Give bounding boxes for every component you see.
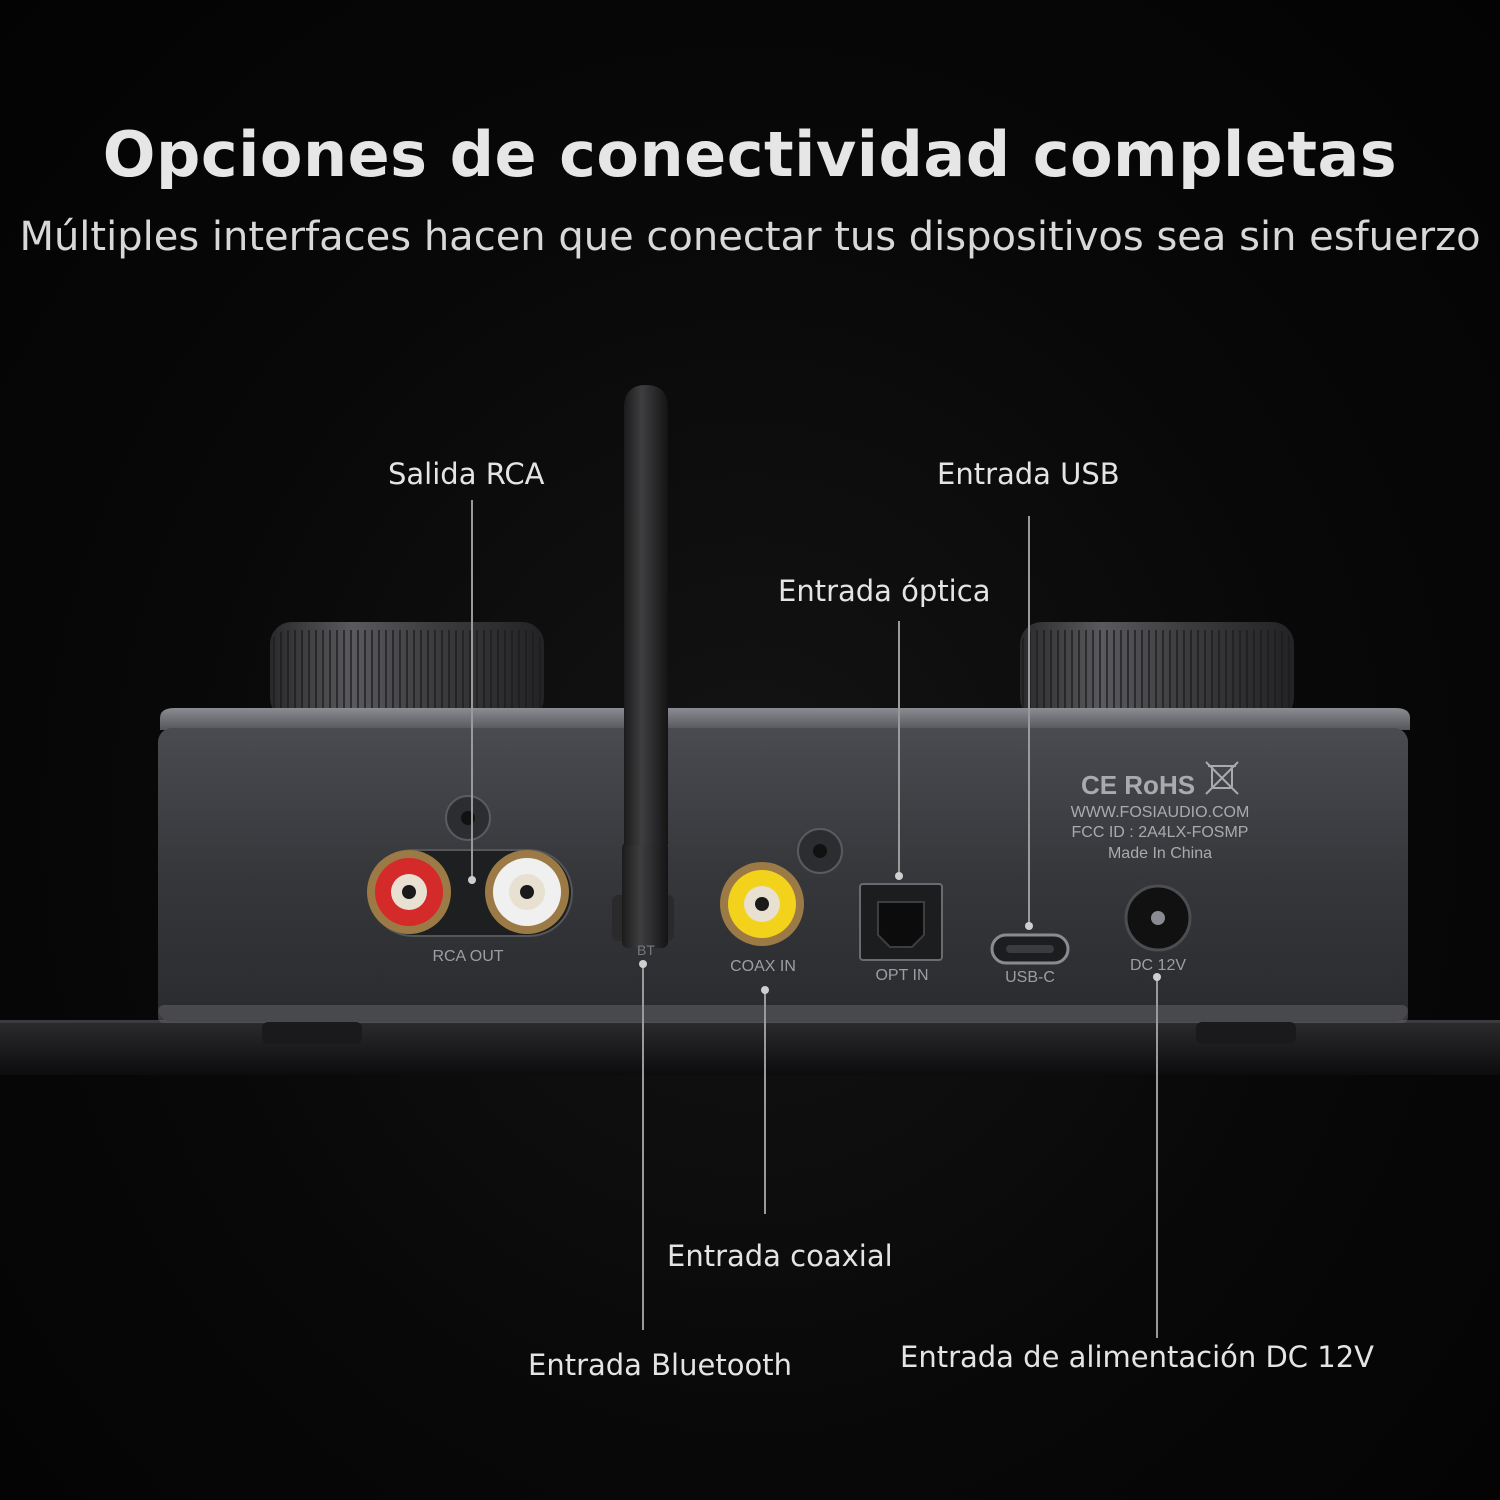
bluetooth-antenna xyxy=(612,385,674,948)
leader-rca-dot xyxy=(468,876,476,884)
foot-right xyxy=(1196,1022,1296,1044)
foot-left xyxy=(262,1022,362,1044)
usb-c-label: USB-C xyxy=(1005,969,1055,986)
leader-dc xyxy=(1156,978,1158,1338)
leader-bluetooth-dot xyxy=(639,960,647,968)
left-volume-knob xyxy=(270,622,544,720)
leader-optical-dot xyxy=(895,872,903,880)
optical-toslink-port xyxy=(859,883,943,961)
fcc-id: FCC ID : 2A4LX-FOSMP xyxy=(1072,824,1249,841)
coax-in-label: COAX IN xyxy=(730,958,796,975)
cert-marks: CE RoHS xyxy=(1081,770,1195,800)
leader-dc-dot xyxy=(1153,973,1161,981)
leader-coax xyxy=(764,992,766,1214)
chassis-top xyxy=(160,708,1410,730)
callout-optical-in: Entrada óptica xyxy=(778,574,991,608)
callout-bluetooth-in: Entrada Bluetooth xyxy=(528,1348,792,1382)
leader-rca xyxy=(471,500,473,878)
coax-yellow-jack xyxy=(720,862,804,946)
leader-bluetooth xyxy=(642,965,644,1330)
callout-usb-in: Entrada USB xyxy=(937,457,1120,491)
origin-label: Made In China xyxy=(1108,845,1212,862)
page-title: Opciones de conectividad completas xyxy=(102,118,1398,191)
rca-red-jack xyxy=(367,850,451,934)
screw-right xyxy=(797,828,843,874)
rca-out-label: RCA OUT xyxy=(432,948,503,965)
dc-12v-label: DC 12V xyxy=(1130,957,1186,974)
callout-rca-out: Salida RCA xyxy=(388,457,545,491)
leader-usb xyxy=(1028,516,1030,924)
leader-coax-dot xyxy=(761,986,769,994)
dc-power-jack xyxy=(1124,884,1192,952)
callout-dc-in: Entrada de alimentación DC 12V xyxy=(900,1340,1375,1374)
opt-in-label: OPT IN xyxy=(875,967,928,984)
page-subtitle: Múltiples interfaces hacen que conectar … xyxy=(19,214,1481,260)
bt-port-label: BT xyxy=(637,942,655,958)
callout-coax-in: Entrada coaxial xyxy=(667,1239,893,1273)
rca-white-jack xyxy=(485,850,569,934)
brand-website: WWW.FOSIAUDIO.COM xyxy=(1071,804,1250,821)
screw-left xyxy=(445,795,491,841)
leader-usb-dot xyxy=(1025,922,1033,930)
leader-optical xyxy=(898,621,900,876)
usb-c-port xyxy=(990,933,1070,965)
weee-bin-icon xyxy=(1205,761,1239,795)
right-input-knob xyxy=(1020,622,1294,720)
